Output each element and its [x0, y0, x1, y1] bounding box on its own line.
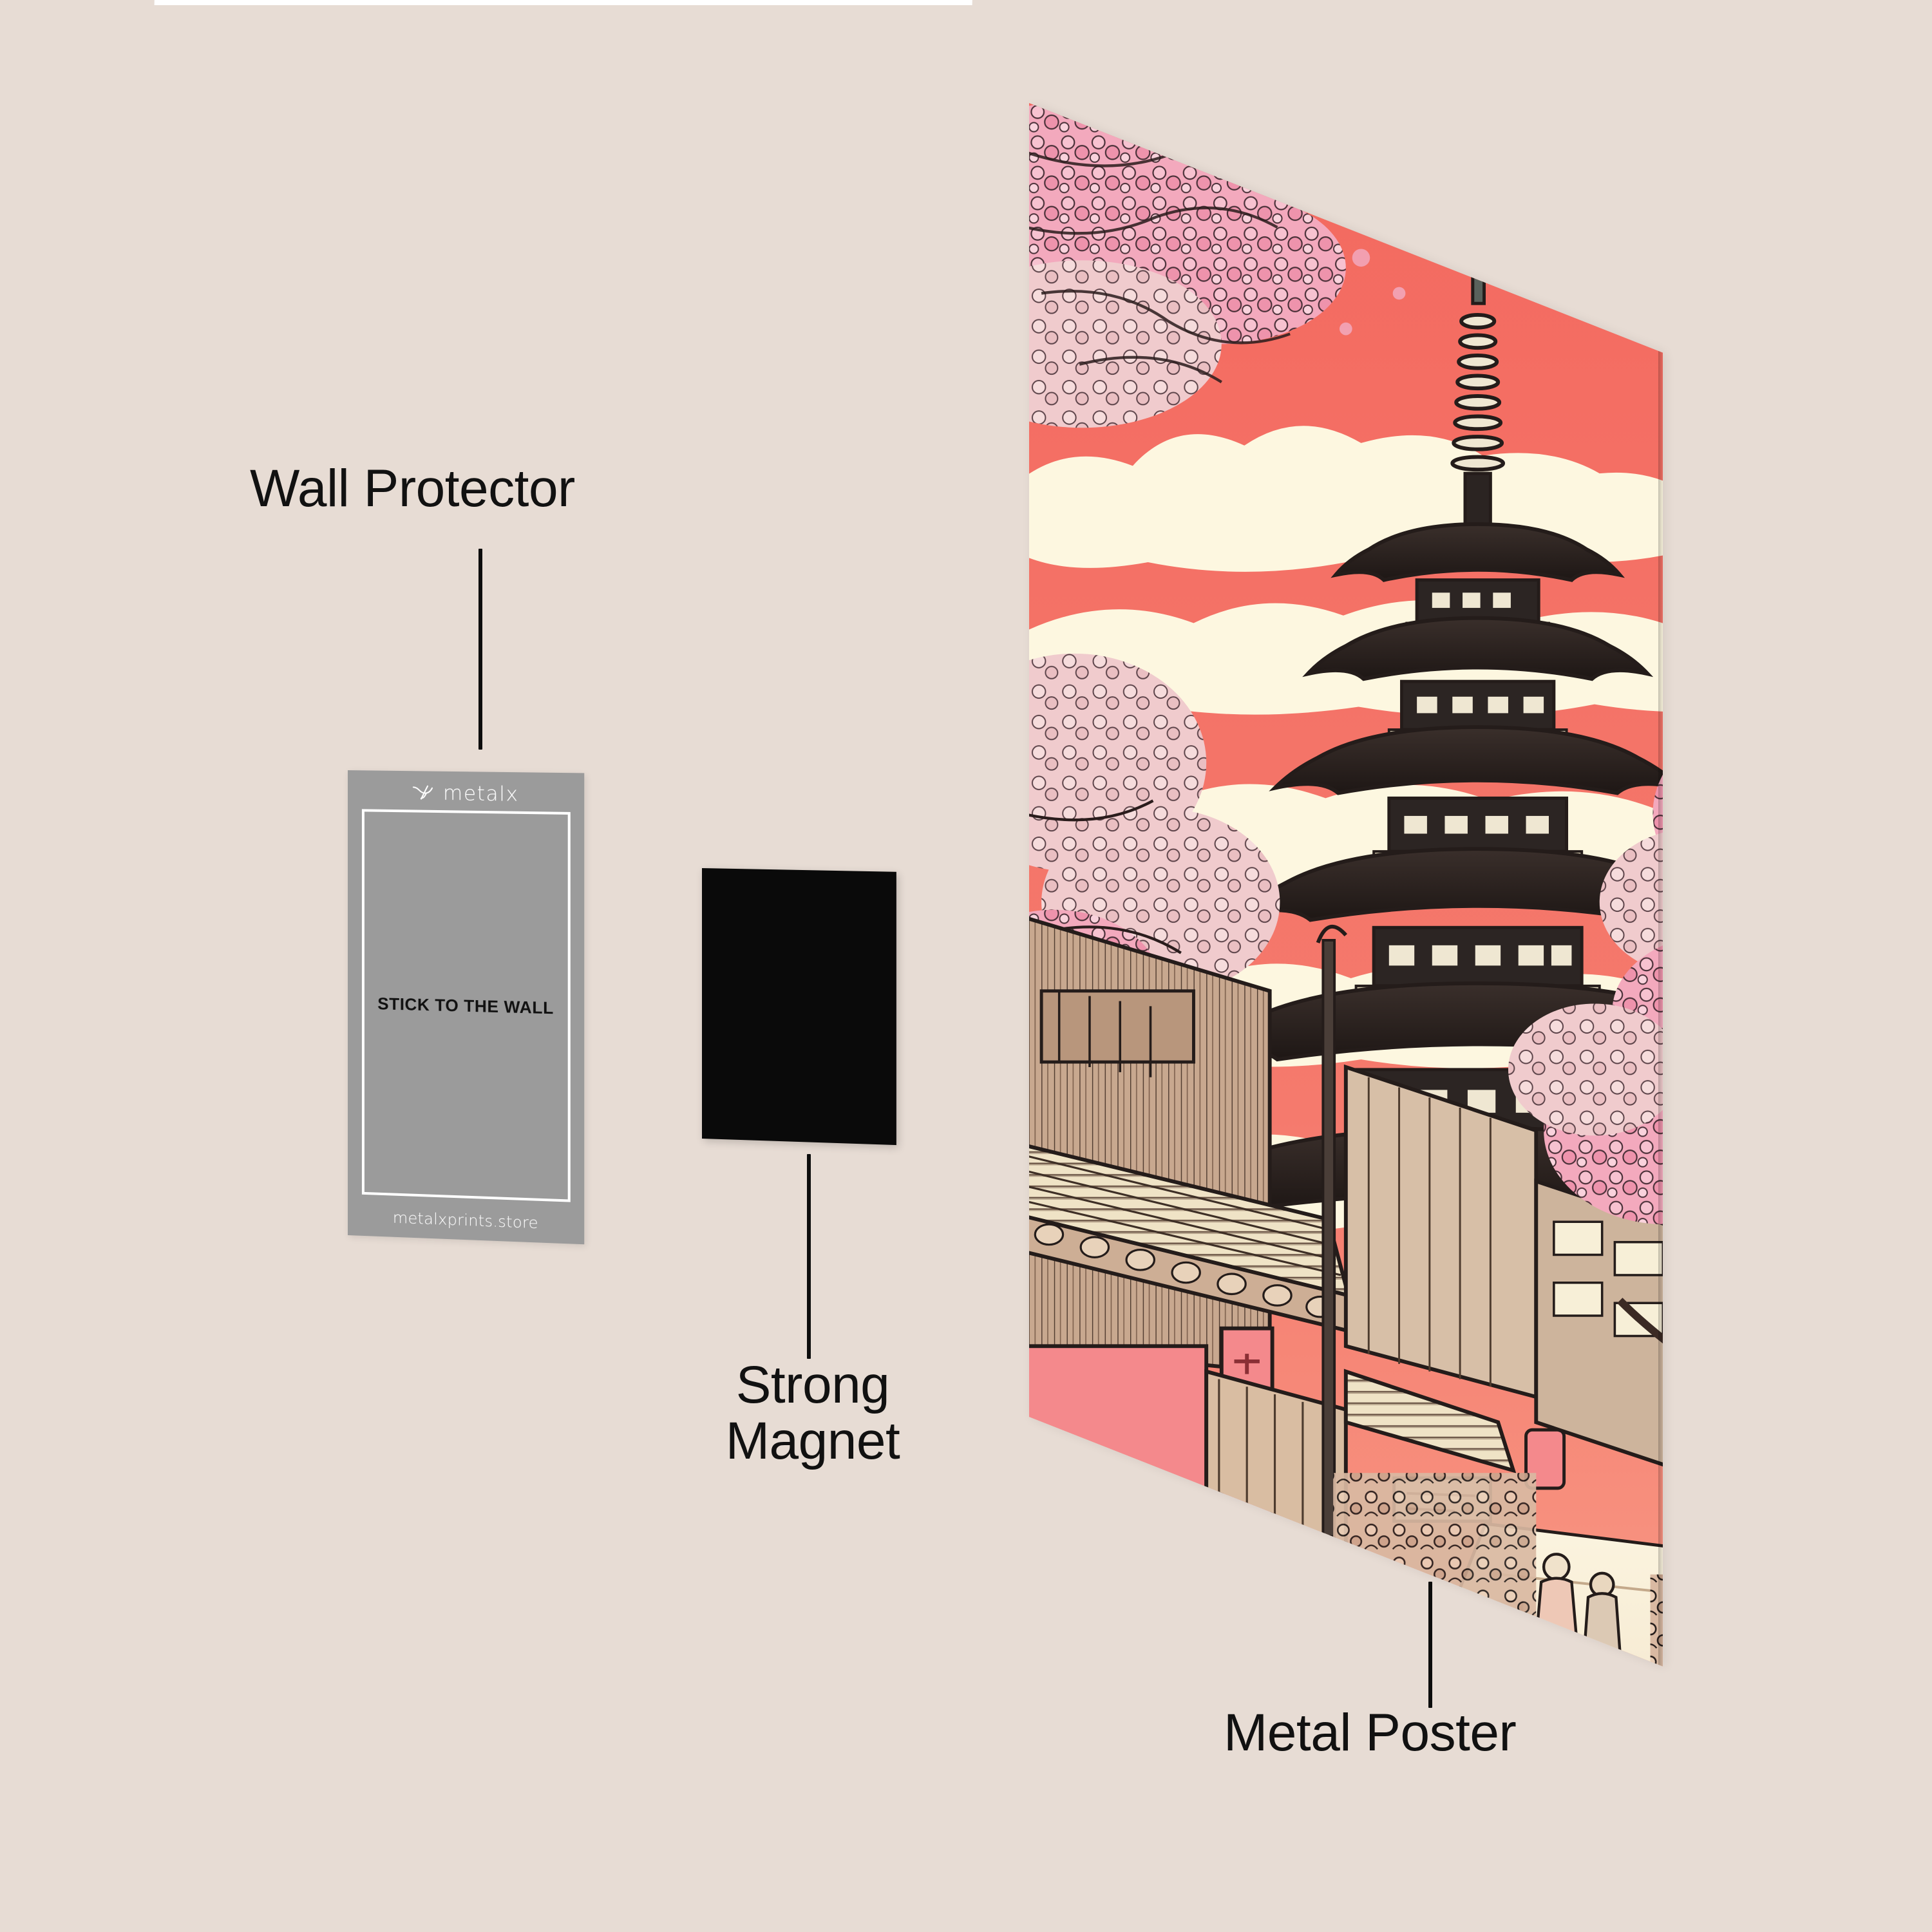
- metalx-cross-mark-icon: [412, 784, 434, 802]
- protector-store-url: metalxprints.store: [392, 1208, 538, 1233]
- poster-right-edge: [1658, 350, 1663, 1667]
- callout-label-wall-protector: Wall Protector: [250, 459, 575, 518]
- leader-line-metal-poster: [1428, 1582, 1432, 1708]
- leader-line-strong-magnet: [807, 1154, 811, 1359]
- leader-line-wall-protector: [478, 549, 482, 750]
- top-white-strip: [154, 0, 973, 5]
- wall-protector-sheet[interactable]: metalx STICK TO THE WALL metalxprints.st…: [348, 770, 585, 1245]
- callout-label-metal-poster: Metal Poster: [1224, 1703, 1517, 1762]
- poster-artwork: [1029, 103, 1663, 1667]
- metal-poster-panel[interactable]: [1029, 103, 1663, 1667]
- strong-magnet-square[interactable]: [702, 868, 896, 1146]
- metalx-logo: metalx: [348, 779, 584, 808]
- callout-label-strong-magnet: Strong Magnet: [725, 1356, 900, 1470]
- metalx-wordmark: metalx: [442, 781, 519, 806]
